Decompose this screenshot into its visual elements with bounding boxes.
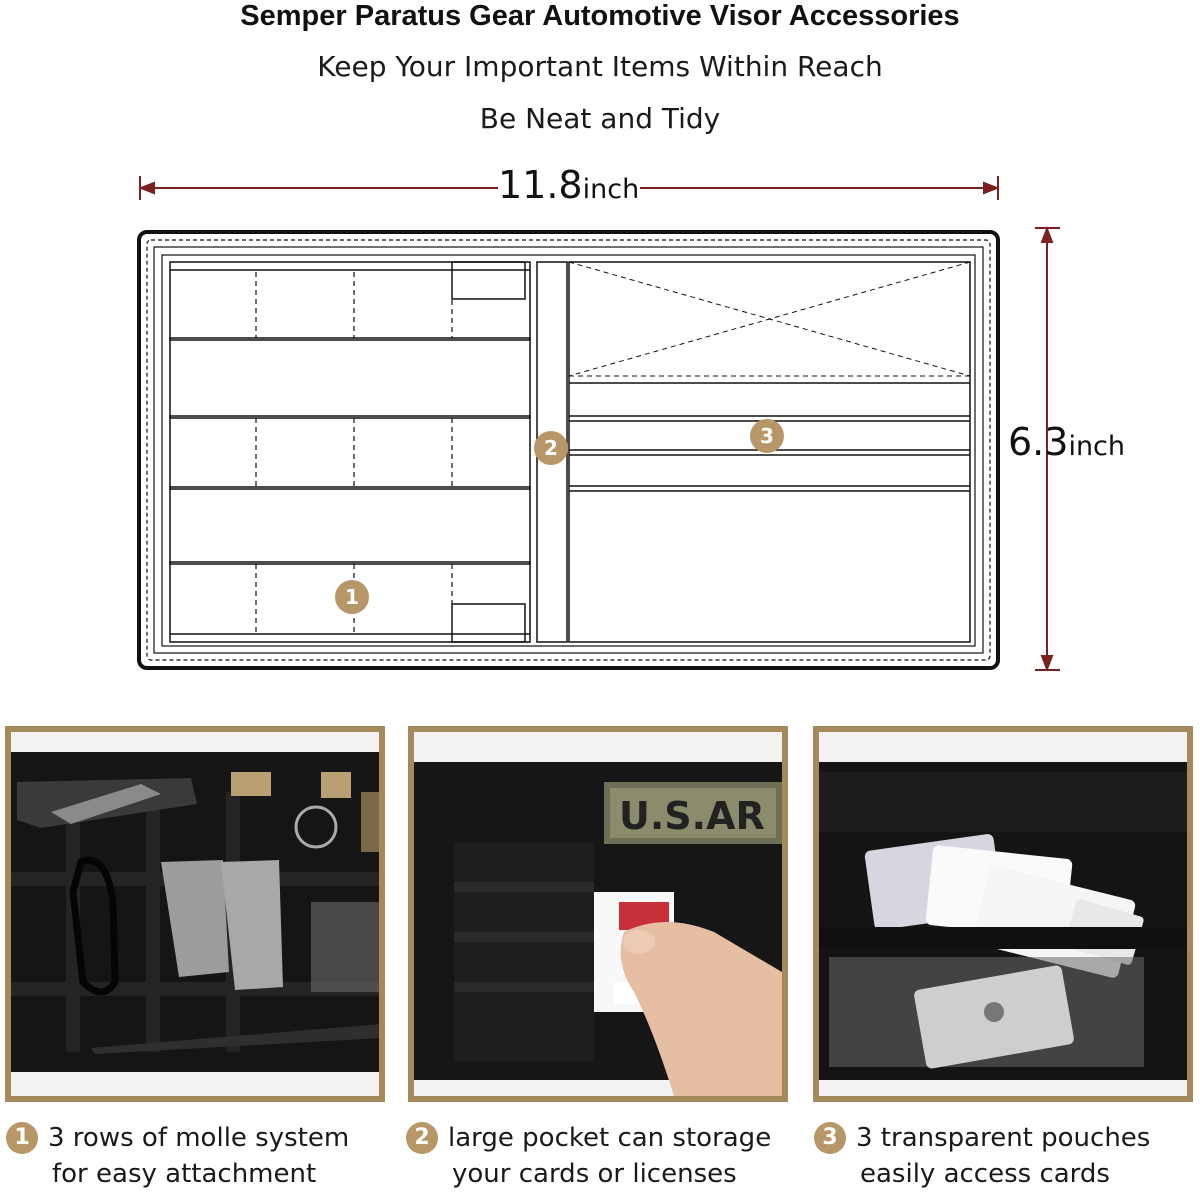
subtitle-line-1: Keep Your Important Items Within Reach: [317, 50, 883, 83]
subtitle-line-2: Be Neat and Tidy: [479, 102, 721, 135]
feature-1-number-badge: 1: [6, 1122, 38, 1154]
height-dimension-line: [1035, 226, 1060, 672]
height-value: 6.3: [1008, 420, 1069, 464]
marker-3: 3: [750, 419, 784, 453]
width-value: 11.8: [498, 163, 583, 207]
page-title: Semper Paratus Gear Automotive Visor Acc…: [240, 0, 960, 32]
svg-text:3: 3: [760, 424, 774, 448]
feature-caption-3: 3 3 transparent pouches easily access car…: [814, 1120, 1200, 1192]
feature-caption-1: 1 3 rows of molle system for easy attachm…: [6, 1120, 396, 1192]
feature-3-number-badge: 3: [814, 1122, 846, 1154]
usa-patch-text: U.S.AR: [619, 794, 765, 838]
feature-2-text-1: large pocket can storage: [448, 1123, 772, 1153]
marker-2: 2: [534, 431, 568, 465]
svg-text:2: 2: [544, 436, 558, 460]
photo-transparent-pouches: [813, 726, 1193, 1102]
height-unit: inch: [1068, 431, 1126, 462]
width-dimension-label: 11.8inch: [498, 163, 640, 207]
svg-text:1: 1: [345, 585, 359, 609]
visor-organizer-diagram: 1 2 3: [137, 176, 1060, 672]
feature-1-line-1: 1 3 rows of molle system: [6, 1120, 396, 1156]
feature-1-text-1: 3 rows of molle system: [48, 1123, 350, 1153]
feature-3-line-2: easily access cards: [860, 1159, 1110, 1189]
feature-1-line-2: for easy attachment: [52, 1159, 317, 1189]
feature-caption-2: 2 large pocket can storage your cards or …: [406, 1120, 796, 1192]
marker-1: 1: [335, 580, 369, 614]
organizer-outline: [137, 230, 1000, 670]
feature-2-number-badge: 2: [406, 1122, 438, 1154]
feature-2-line-1: 2 large pocket can storage: [406, 1120, 796, 1156]
height-dimension-label: 6.3inch: [1008, 420, 1125, 464]
photo-large-pocket: U.S.AR: [408, 726, 788, 1102]
feature-3-text-1: 3 transparent pouches: [856, 1123, 1151, 1153]
width-unit: inch: [582, 174, 640, 205]
photo-molle-system: [5, 726, 385, 1102]
feature-2-line-2: your cards or licenses: [452, 1159, 737, 1189]
width-dimension-line: [138, 176, 1000, 200]
feature-3-line-1: 3 3 transparent pouches: [814, 1120, 1200, 1156]
